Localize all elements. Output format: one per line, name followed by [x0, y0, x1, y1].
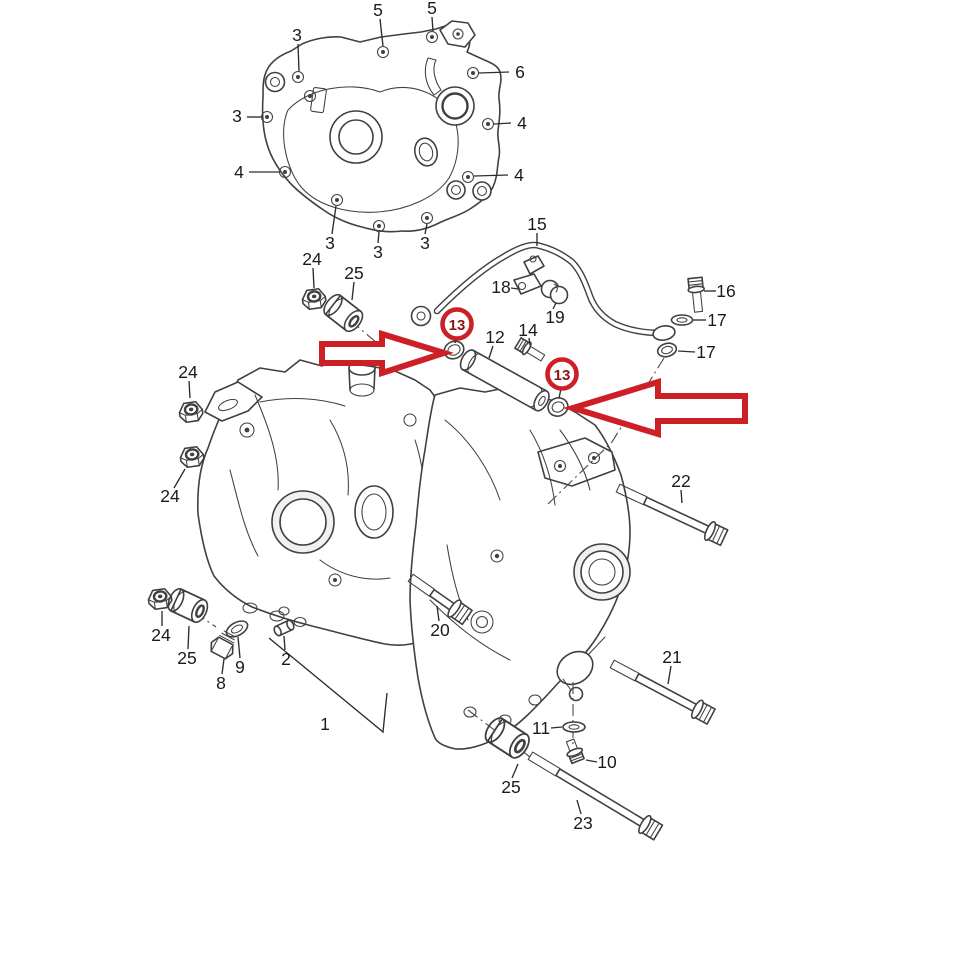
highlight-circle-label: 13: [554, 367, 571, 384]
part-label: 3: [420, 233, 430, 253]
pipe-grommet-19: [540, 279, 569, 305]
gasket-washer-9: [225, 620, 249, 638]
hardware-parts: [146, 286, 729, 841]
bushing-25-a: [319, 290, 368, 336]
part-label: 4: [517, 113, 527, 133]
part-label: 25: [177, 648, 196, 668]
part-label: 24: [160, 486, 180, 506]
leader-lines: [161, 16, 716, 815]
oil-tube-12: [459, 349, 550, 412]
part-label: 21: [662, 647, 681, 667]
bolt-10: [565, 738, 585, 765]
part-label: 9: [235, 657, 245, 677]
pipe-clamp-18: [513, 255, 545, 295]
right-crankcase-half: [409, 387, 631, 750]
case-bolt-23: [527, 751, 664, 841]
dowel-pin-2: [273, 619, 295, 637]
oil-pipe-assembly: [410, 241, 705, 358]
cover-bolt-holes: [260, 30, 495, 233]
left-crankcase-half: [197, 356, 461, 646]
part-label: 11: [532, 718, 550, 738]
case-bolt-22: [615, 483, 729, 547]
part-label: 3: [373, 242, 383, 262]
part-label: 5: [427, 0, 437, 18]
nut-24-b: [177, 399, 205, 425]
o-ring-17-lower: [656, 342, 678, 358]
part-label: 17: [696, 342, 715, 362]
banjo-fitting: [410, 305, 432, 327]
part-label: 20: [430, 620, 450, 640]
part-label: 15: [527, 214, 546, 234]
part-label: 24: [151, 625, 171, 645]
case-bolt-21: [609, 659, 716, 725]
highlight-circle-left: 13: [440, 307, 474, 341]
stud-bolt-20: [407, 573, 473, 626]
part-label: 6: [515, 62, 525, 82]
highlight-circle-right: 13: [545, 357, 579, 391]
part-label: 12: [485, 327, 504, 347]
part-label: 2: [281, 649, 291, 669]
part-label: 3: [232, 106, 242, 126]
part-label: 3: [325, 233, 335, 253]
part-label: 5: [373, 0, 383, 20]
part-label: 17: [707, 310, 726, 330]
washer-11: [562, 721, 586, 733]
part-number-callouts: 5 5 3 6 3 4 4 4 3 3 3 24 25 15 18 19 16 …: [151, 0, 735, 833]
part-label: 8: [216, 673, 226, 693]
part-label: 24: [302, 249, 322, 269]
part-label: 19: [545, 307, 564, 327]
part-label: 25: [344, 263, 363, 283]
union-bolt-16: [687, 276, 705, 313]
highlight-annotations: 13 13: [319, 307, 748, 439]
nut-24-c: [178, 444, 206, 470]
part-label: 14: [518, 320, 538, 340]
part-label: 24: [178, 362, 198, 382]
part-label: 3: [292, 25, 302, 45]
washer-17-upper: [670, 314, 694, 326]
drain-plug-8: [210, 630, 236, 660]
highlight-circle-label: 13: [449, 317, 466, 334]
part-label: 16: [716, 281, 735, 301]
part-label: 22: [671, 471, 690, 491]
part-label: 18: [491, 277, 510, 297]
part-label: 25: [501, 777, 520, 797]
part-label: 10: [597, 752, 617, 772]
nut-24-a: [300, 286, 328, 312]
part-label: 1: [320, 714, 330, 734]
part-label: 23: [573, 813, 592, 833]
tube-bolt-14: [514, 337, 546, 362]
o-ring-13-right: [547, 397, 569, 417]
part-label: 4: [234, 162, 244, 182]
right-highlight-arrow: [562, 377, 748, 439]
left-highlight-arrow: [319, 329, 454, 378]
crankcase-cover-assembly: [260, 20, 502, 233]
part-label: 4: [514, 165, 524, 185]
